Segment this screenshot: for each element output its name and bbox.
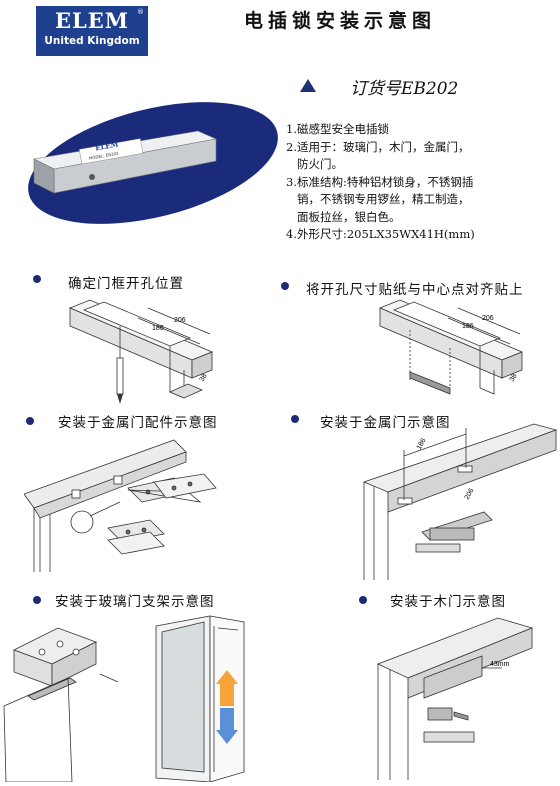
dim-206: 206 [464, 487, 476, 501]
dim-186: 186 [416, 437, 428, 451]
brand-logo: ELEM United Kingdom ® [36, 6, 148, 56]
product-label-model: MODEL: EB202 [89, 151, 120, 161]
dim-38: 38 [509, 373, 519, 383]
page-title: 电插锁安装示意图 [244, 10, 437, 32]
spec-line: 4.外形尺寸:205LX35WX41H(mm) [286, 227, 475, 241]
bullet-icon [291, 415, 299, 423]
order-number: 订货号EB202 [350, 79, 459, 99]
step-caption: 安装于金属门配件示意图 [58, 415, 218, 431]
spec-line: 2.适用于：玻璃门，木门，金属门， [286, 139, 470, 154]
step-caption: 安装于玻璃门支架示意图 [55, 594, 215, 610]
dim-186: 186 [152, 325, 164, 332]
product-image: ELEM MODEL: EB202 [28, 102, 278, 224]
step-caption: 将开孔尺寸贴纸与中心点对齐贴上 [306, 282, 524, 298]
logo-brand: ELEM [54, 8, 130, 33]
dim-43mm: 43mm [490, 661, 510, 668]
spec-line: 3.标准结构:特种铝材锁身，不锈钢插 [286, 174, 474, 189]
step5-glass-door-diagram [155, 615, 245, 782]
bullet-icon [33, 596, 41, 604]
step3-diagram [24, 439, 217, 572]
dim-206: 206 [174, 317, 186, 324]
spec-line: 销，不锈钢专用锣丝，精工制造， [286, 192, 470, 206]
spec-list: 1.磁感型安全电插锁 2.适用于：玻璃门，木门，金属门， 防火门。 3.标准结构… [286, 121, 550, 244]
step1-diagram: 206 186 38 [68, 299, 214, 404]
dim-186: 186 [462, 323, 474, 330]
step2-diagram: 206 186 38 [378, 299, 524, 395]
logo-subtitle: United Kingdom [44, 35, 140, 47]
step5-bracket-diagram [3, 627, 119, 782]
step-caption: 确定门框开孔位置 [68, 276, 184, 292]
step6-diagram: 43mm [376, 617, 534, 780]
step4-diagram: 186 206 [362, 423, 558, 580]
bullet-icon [281, 282, 289, 290]
spec-line: 面板拉丝，银白色。 [286, 209, 401, 224]
spec-line: 1.磁感型安全电插锁 [286, 122, 389, 136]
spec-line: 防火门。 [286, 157, 343, 171]
bullet-icon [359, 596, 367, 604]
product-label-brand: ELEM [94, 139, 119, 152]
step-caption: 安装于木门示意图 [390, 594, 506, 610]
dim-38: 38 [199, 373, 209, 383]
bullet-icon [26, 417, 34, 425]
step-caption: 安装于金属门示意图 [320, 415, 451, 431]
triangle-icon [300, 79, 316, 92]
dim-206: 206 [482, 315, 494, 322]
bullet-icon [33, 275, 41, 283]
registered-mark: ® [137, 8, 144, 16]
